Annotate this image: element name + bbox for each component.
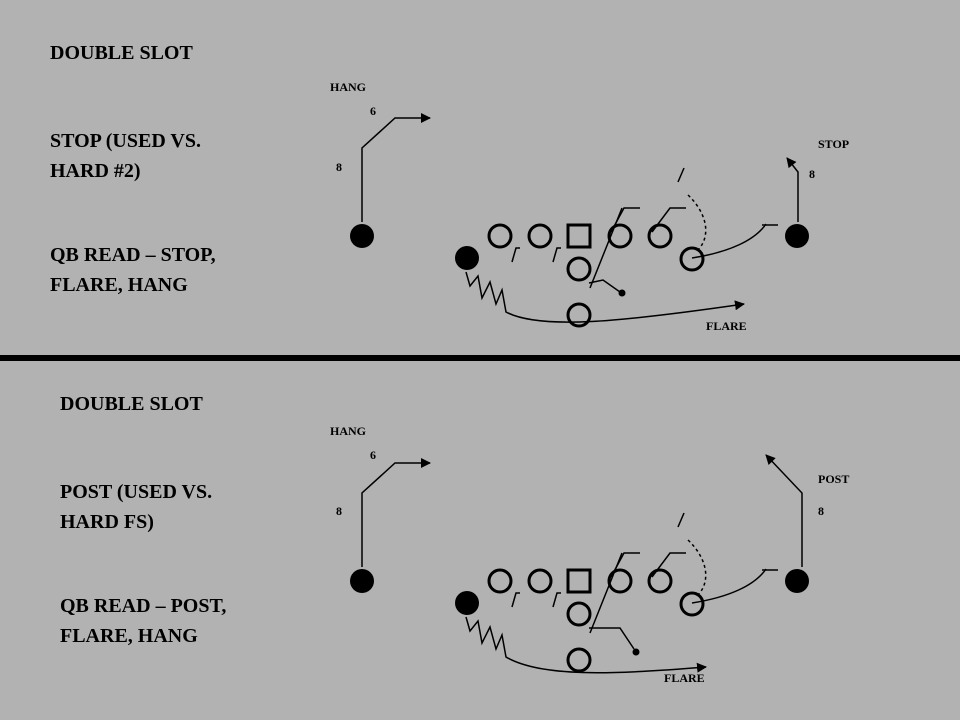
left-route-label-2: HANG	[330, 424, 366, 438]
quarterback	[566, 601, 592, 627]
read-line1-2: QB READ – POST,	[60, 595, 227, 617]
block-line	[610, 207, 640, 233]
rb-path-line	[588, 279, 621, 293]
lineman-left-guard	[527, 223, 553, 249]
lineman-right-tackle	[647, 568, 673, 594]
left-depth-top-2: 6	[370, 448, 376, 462]
hang-route	[361, 458, 431, 567]
read-line2-1: FLARE, HANG	[50, 274, 188, 296]
left-route-label-1: HANG	[330, 80, 366, 94]
read-line1-1: QB READ – STOP,	[50, 244, 216, 266]
play-diagram-1	[350, 113, 809, 328]
play-diagram-2	[350, 454, 809, 674]
running-back	[566, 647, 592, 673]
block-line	[511, 247, 520, 263]
formation-title-2: DOUBLE SLOT	[60, 393, 203, 415]
flare-route	[465, 616, 707, 674]
lineman-center	[566, 223, 592, 249]
right-wide-receiver	[785, 569, 809, 593]
flare-route	[465, 271, 745, 323]
concept-line1-2: POST (USED VS.	[60, 481, 213, 503]
section-divider	[0, 355, 960, 361]
block-line	[511, 592, 520, 608]
hang-route	[361, 113, 431, 222]
right-wide-receiver	[785, 224, 809, 248]
left-depth-bottom-2: 8	[336, 504, 342, 518]
lineman-left-tackle	[487, 223, 513, 249]
stop-route	[786, 157, 799, 222]
block-line	[610, 552, 640, 578]
lineman-right-tackle	[647, 223, 673, 249]
lineman-left-tackle	[487, 568, 513, 594]
rb-path-line	[589, 627, 635, 650]
read-line2-2: FLARE, HANG	[60, 625, 198, 647]
concept-line1-1: STOP (USED VS.	[50, 130, 201, 152]
ball-dot	[618, 289, 626, 297]
slot-route	[691, 223, 767, 259]
post-route	[765, 454, 803, 567]
lineman-right-guard	[607, 568, 633, 594]
lineman-center	[566, 568, 592, 594]
back-route-label-2: FLARE	[664, 671, 705, 685]
qb-drop-line	[589, 207, 623, 289]
left-depth-top-1: 6	[370, 104, 376, 118]
quarterback	[566, 256, 592, 282]
lineman-right-guard	[607, 223, 633, 249]
block-line	[677, 167, 685, 183]
concept-line2-1: HARD #2)	[50, 160, 141, 182]
back-route-label-1: FLARE	[706, 319, 747, 333]
left-slot-receiver	[455, 246, 479, 270]
qb-drop-line	[589, 552, 623, 634]
option-route	[687, 194, 707, 251]
running-back	[566, 302, 592, 328]
right-slot-receiver	[679, 591, 705, 617]
left-slot-receiver	[455, 591, 479, 615]
block-line	[677, 512, 685, 528]
left-depth-bottom-1: 8	[336, 160, 342, 174]
right-route-label-2: POST	[818, 472, 850, 486]
left-wide-receiver	[350, 224, 374, 248]
option-route	[687, 539, 707, 596]
concept-line2-2: HARD FS)	[60, 511, 154, 533]
left-wide-receiver	[350, 569, 374, 593]
block-line	[552, 592, 561, 608]
right-depth-2: 8	[818, 504, 824, 518]
lineman-left-guard	[527, 568, 553, 594]
block-line	[552, 247, 561, 263]
slot-route	[691, 568, 767, 604]
right-depth-1: 8	[809, 167, 815, 181]
right-route-label-1: STOP	[818, 137, 850, 151]
right-slot-receiver	[679, 246, 705, 272]
ball-dot	[632, 648, 640, 656]
formation-title-1: DOUBLE SLOT	[50, 42, 193, 64]
